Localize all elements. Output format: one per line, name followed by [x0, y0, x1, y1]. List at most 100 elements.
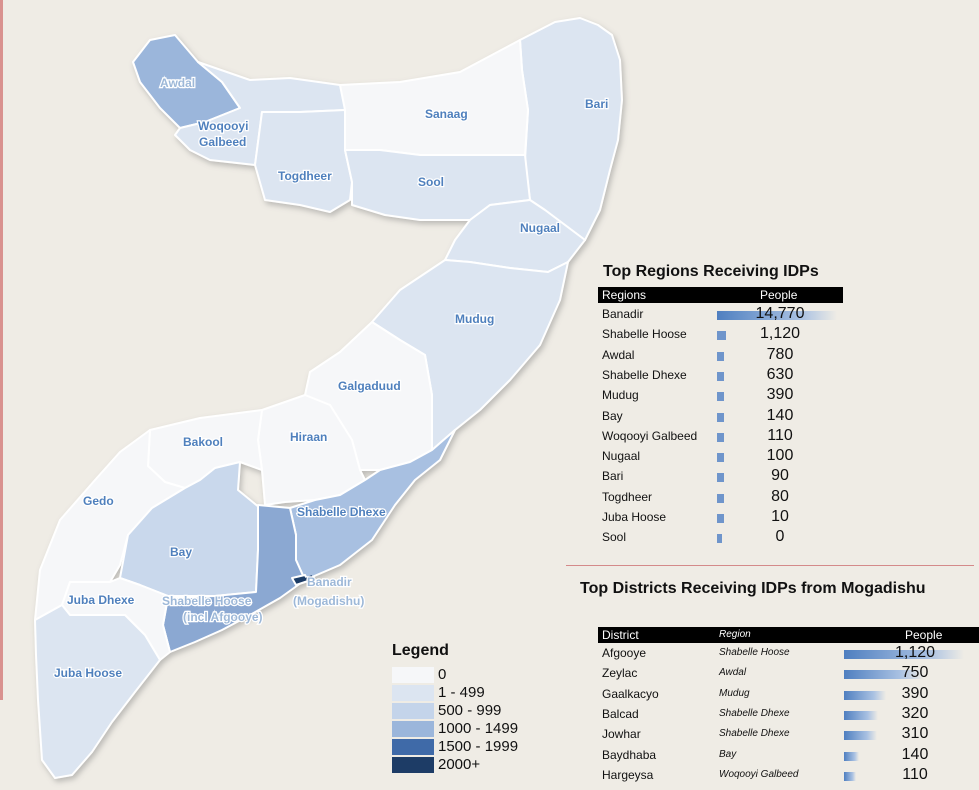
label-nugaal: Nugaal [520, 221, 560, 235]
legend-swatch [392, 739, 434, 755]
legend-swatch [392, 685, 434, 701]
region-value: 110 [767, 426, 793, 444]
region-name: Shabelle Hoose [602, 327, 687, 342]
label-bakool: Bakool [183, 435, 223, 449]
regions-table-row: Woqooyi Galbeed 110 [600, 426, 870, 446]
label-banadir-1: Banadir [307, 575, 352, 589]
regions-table-header: Regions People [598, 287, 843, 303]
legend-item: 1000 - 1499 [392, 720, 552, 738]
districts-table-row: Jowhar Shabelle Dhexe 310 [600, 724, 975, 744]
district-name: Jowhar [602, 727, 641, 742]
region-name: Shabelle Dhexe [602, 367, 687, 382]
district-region: Shabelle Hoose [719, 647, 790, 658]
region-juba-hoose[interactable] [34, 604, 161, 779]
district-region: Awdal [719, 667, 747, 679]
region-shabelle-hoose[interactable] [162, 504, 306, 653]
label-shabelle-hoose-2: (incl Afgooye) [183, 610, 263, 624]
district-name: Zeylac [602, 666, 638, 681]
section-divider [566, 565, 974, 566]
region-togdheer[interactable] [254, 109, 353, 213]
district-value-bar [844, 771, 856, 781]
label-togdheer: Togdheer [278, 169, 332, 183]
region-name: Juba Hoose [602, 510, 667, 524]
district-name: Afgooye [602, 646, 647, 660]
districts-header-district: District [602, 628, 639, 642]
banadir-pointer [297, 575, 313, 583]
districts-table-title: Top Districts Receiving IDPs from Mogadi… [580, 580, 926, 597]
region-value-bar [717, 311, 837, 320]
label-gedo: Gedo [83, 494, 114, 508]
region-value: 90 [771, 467, 789, 485]
region-name: Nugaal [602, 449, 641, 464]
region-value: 14,770 [755, 305, 805, 322]
legend-swatch [392, 703, 434, 719]
region-gedo[interactable] [34, 429, 186, 621]
region-value: 10 [771, 508, 789, 525]
label-juba-dhexe: Juba Dhexe [67, 593, 135, 607]
legend-item: 1 - 499 [392, 684, 552, 702]
legend-label: 1500 - 1999 [438, 738, 519, 755]
region-value-bar [717, 432, 724, 442]
region-banadir[interactable] [291, 574, 309, 586]
districts-table-header: District Region People [598, 627, 979, 643]
district-region: Shabelle Dhexe [719, 728, 790, 740]
district-value-bar [844, 710, 879, 720]
district-value: 390 [901, 684, 929, 702]
regions-table-row: Sool 0 [600, 527, 870, 547]
district-value: 310 [901, 725, 929, 743]
region-name: Woqooyi Galbeed [602, 428, 698, 443]
region-woqooyi[interactable] [174, 61, 346, 166]
region-value: 390 [766, 386, 794, 404]
label-galgaduud: Galgaduud [338, 379, 401, 393]
districts-table-row: Zeylac Awdal 750 [600, 663, 975, 683]
district-value-bar [844, 650, 964, 659]
legend-swatch [392, 667, 434, 683]
legend-label: 2000+ [438, 756, 481, 773]
frame-left-edge [0, 0, 3, 700]
legend-title: Legend [392, 642, 449, 659]
region-value-bar [717, 473, 724, 483]
region-value-bar [717, 331, 727, 341]
regions-table-row: Bay 140 [600, 406, 870, 426]
district-value: 320 [901, 704, 929, 722]
district-value: 140 [901, 745, 929, 763]
region-value: 0 [775, 528, 785, 546]
districts-header-region: Region [719, 629, 751, 640]
region-sanaag[interactable] [339, 39, 529, 156]
region-value-bar [717, 371, 724, 381]
legend-item: 500 - 999 [392, 702, 552, 720]
region-value-bar [717, 514, 724, 523]
district-value-bar [844, 731, 878, 741]
label-awdal: Awdal [160, 76, 195, 90]
regions-table-row: Juba Hoose 10 [600, 507, 870, 527]
region-value: 780 [766, 345, 794, 363]
district-value-bar [844, 751, 859, 761]
district-value: 750 [901, 664, 929, 682]
districts-header-value: People [905, 628, 943, 642]
regions-table-title: Top Regions Receiving IDPs [603, 263, 819, 280]
legend-swatch [392, 757, 434, 773]
label-mudug: Mudug [455, 312, 494, 326]
region-value-bar [717, 493, 724, 503]
label-sool: Sool [418, 175, 444, 189]
region-galgaduud[interactable] [304, 321, 433, 471]
region-name: Bari [602, 469, 624, 484]
region-shabelle-dhexe[interactable] [289, 429, 456, 581]
region-value: 80 [771, 487, 789, 505]
region-value: 140 [766, 406, 794, 424]
region-value-bar [717, 351, 724, 361]
district-value: 110 [902, 765, 928, 783]
region-name: Bay [602, 408, 623, 423]
region-value-bar [717, 392, 724, 402]
district-value-bar [844, 690, 886, 700]
legend-label: 1000 - 1499 [438, 720, 519, 737]
region-name: Sool [602, 530, 627, 545]
